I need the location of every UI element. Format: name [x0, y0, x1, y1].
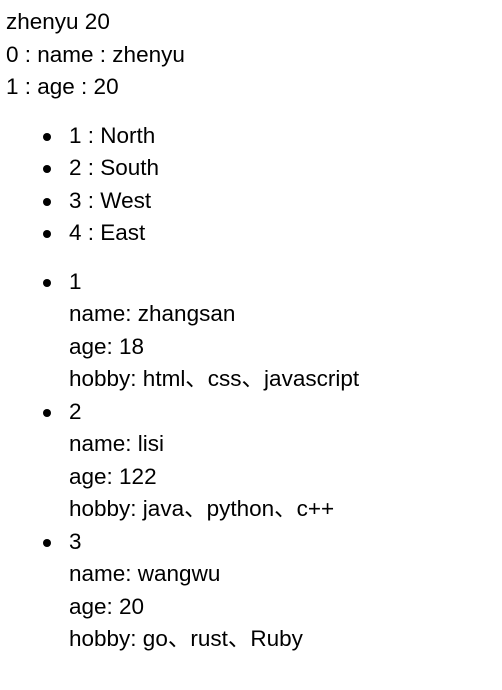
name-age-line: zhenyu 20 [6, 9, 110, 34]
direction-item: 1 : North [40, 120, 502, 153]
person-hobby: hobby: html、css、javascript [69, 366, 360, 391]
person-index: 2 [69, 398, 82, 424]
person-name: name: wangwu [69, 561, 221, 586]
person-hobby: hobby: go、rust、Ruby [69, 626, 303, 651]
person-item: 2 name: lisi age: 122 hobby: java、python… [40, 396, 502, 526]
direction-item: 2 : South [40, 152, 502, 185]
directions-list: 1 : North 2 : South 3 : West 4 : East [40, 120, 502, 250]
person-index: 1 [69, 268, 82, 294]
person-name: name: zhangsan [69, 301, 236, 326]
person-item: 3 name: wangwu age: 20 hobby: go、rust、Ru… [40, 526, 502, 656]
direction-item: 3 : West [40, 185, 502, 218]
person-index: 3 [69, 528, 82, 554]
direction-item: 4 : East [40, 217, 502, 250]
person-hobby: hobby: java、python、c++ [69, 496, 335, 521]
person-age: age: 20 [69, 593, 145, 619]
person-name: name: lisi [69, 431, 165, 456]
page-content: zhenyu 20 0 : name : zhenyu 1 : age : 20… [6, 9, 502, 656]
person-item: 1 name: zhangsan age: 18 hobby: html、css… [40, 266, 502, 396]
person-age: age: 18 [69, 333, 145, 359]
entry-name-line: 0 : name : zhenyu [6, 41, 185, 67]
entry-age-line: 1 : age : 20 [6, 74, 119, 99]
people-list: 1 name: zhangsan age: 18 hobby: html、css… [40, 266, 502, 656]
person-age: age: 122 [69, 463, 157, 489]
